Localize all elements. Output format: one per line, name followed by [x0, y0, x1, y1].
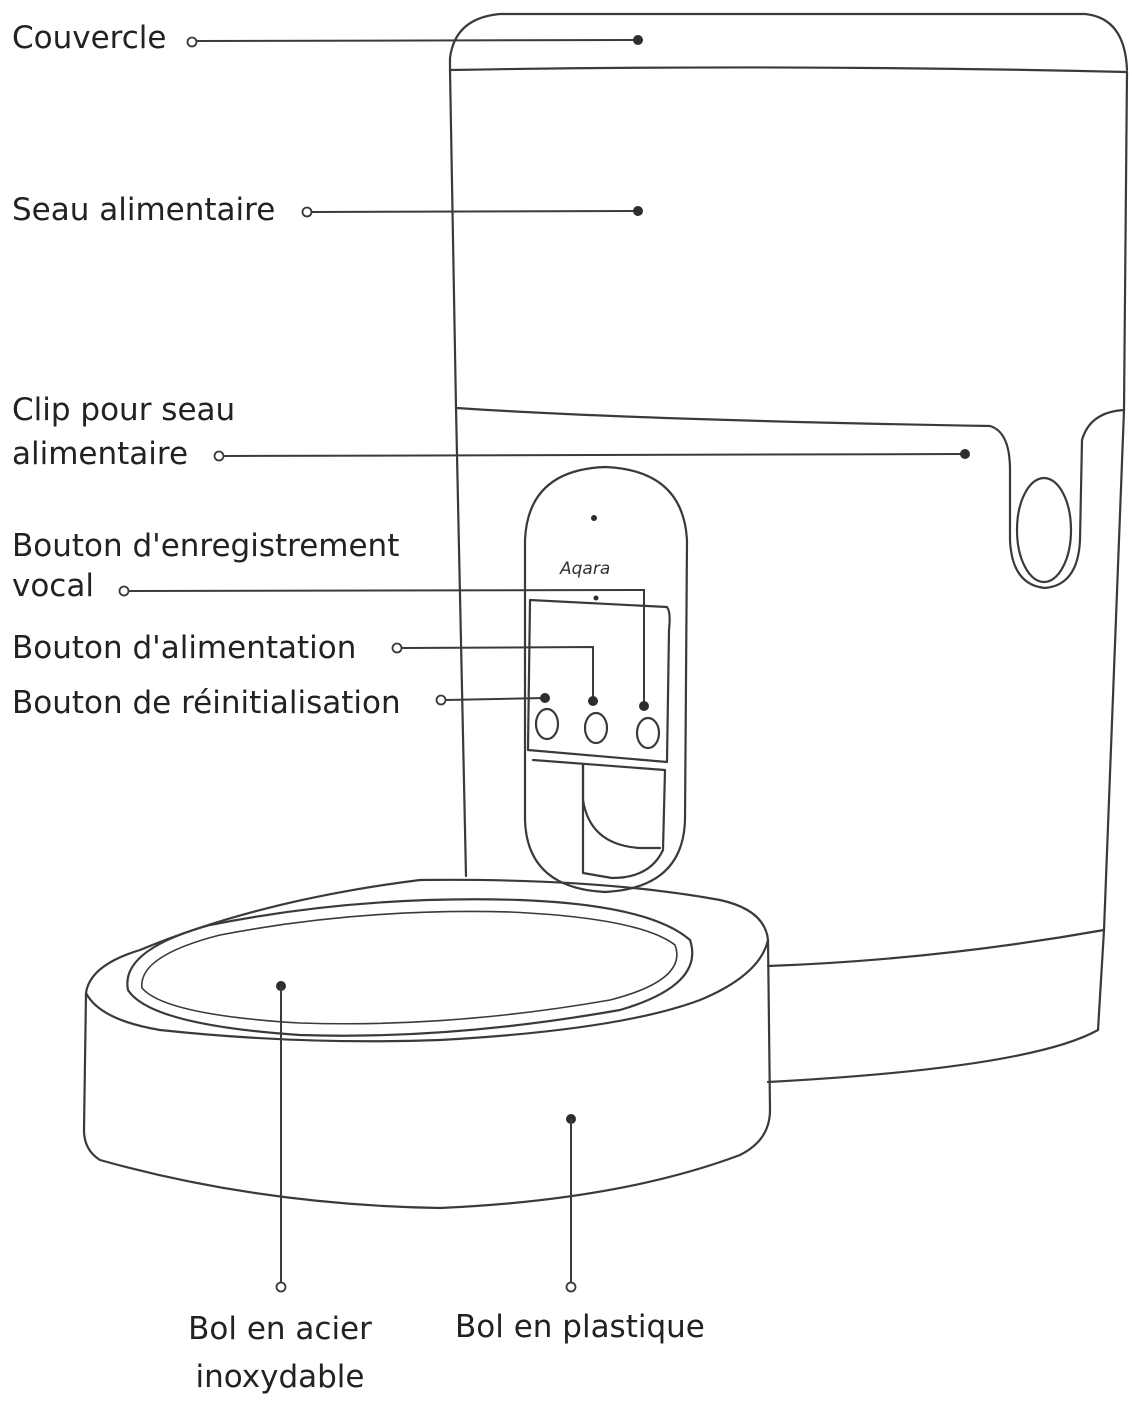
- label-lid: Couvercle: [12, 20, 167, 56]
- label-plastic-bowl: Bol en plastique: [455, 1309, 705, 1345]
- reset-button-shape: [534, 707, 560, 741]
- label-steel-bowl: Bol en acier inoxydable: [188, 1311, 372, 1395]
- plastic-bowl-outline: [82, 878, 772, 1210]
- voice-record-button-shape: [635, 716, 661, 750]
- lid-outline: [448, 12, 1129, 72]
- label-power-button: Bouton d'alimentation: [12, 630, 357, 666]
- leader-lines: [118, 35, 970, 1293]
- label-food-bucket: Seau alimentaire: [12, 192, 276, 228]
- food-bucket-outline: [448, 68, 1129, 412]
- power-button-shape: [583, 711, 609, 745]
- label-voice-record-button: Bouton d'enregistrement vocal: [12, 528, 400, 604]
- brand-logo: Aqara: [559, 559, 610, 579]
- steel-bowl-outline: [126, 898, 694, 1037]
- control-panel: Aqara: [523, 465, 689, 894]
- label-bucket-clip: Clip pour seau alimentaire: [12, 392, 236, 472]
- bowl: [82, 878, 772, 1210]
- bucket-clip-oval: [1015, 476, 1073, 584]
- label-reset-button: Bouton de réinitialisation: [12, 685, 401, 721]
- feeder-body: [448, 12, 1129, 1084]
